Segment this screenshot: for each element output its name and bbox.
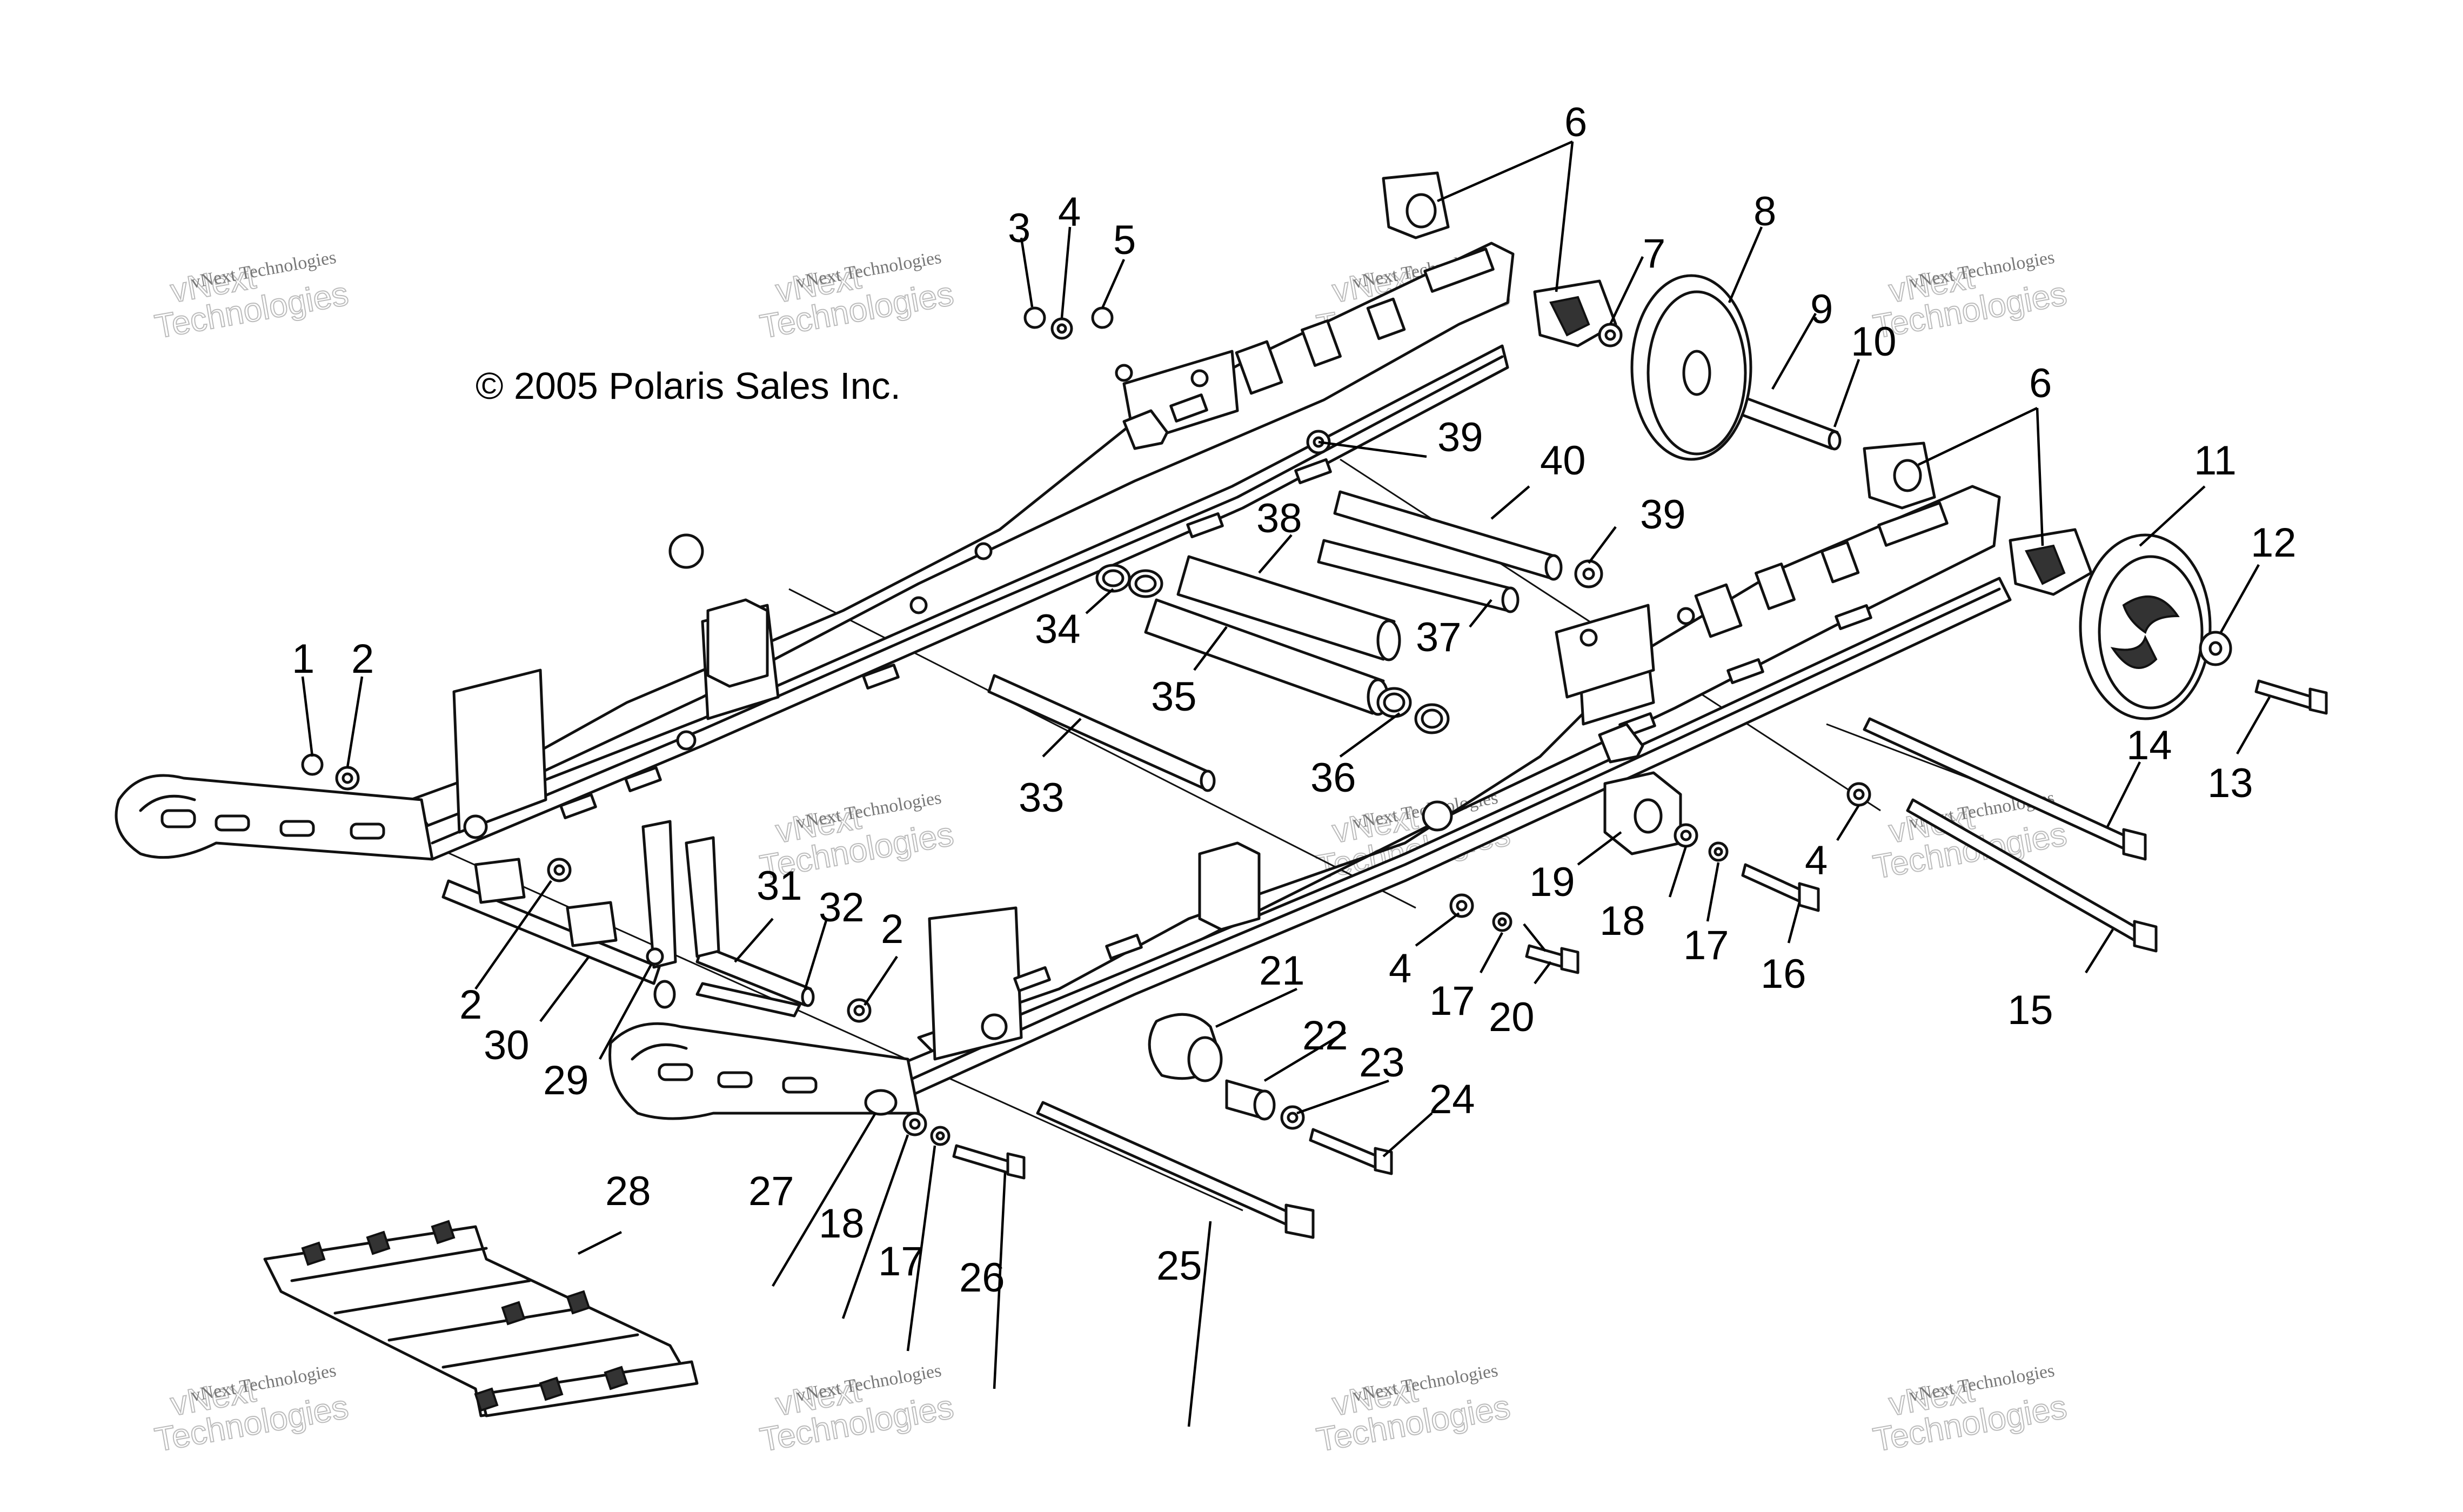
callout-9: 9: [1810, 286, 1833, 332]
callout-17: 17: [1683, 922, 1729, 968]
callout-28: 28: [605, 1168, 651, 1214]
callout-18: 18: [1599, 898, 1645, 944]
callout-27: 27: [748, 1168, 794, 1214]
rail-lower: [608, 485, 2012, 1120]
watermark: vNext Technologies vNext Technologies: [151, 1361, 351, 1460]
callout-11: 11: [2194, 438, 2237, 484]
watermark: vNext Technologies vNext Technologies: [151, 247, 351, 346]
callout-29: 29: [543, 1058, 589, 1103]
callout-3: 3: [1008, 205, 1030, 251]
callout-20: 20: [1489, 994, 1535, 1040]
callout-37: 37: [1416, 614, 1462, 660]
watermark: vNext Technologies vNext Technologies: [1313, 1361, 1513, 1460]
callout-2: 2: [351, 636, 374, 682]
callout-2c: 2: [881, 906, 903, 952]
callout-36: 36: [1310, 755, 1356, 801]
rail-upper: [115, 242, 1515, 861]
callout-16: 16: [1761, 951, 1806, 997]
callout-4: 4: [1058, 189, 1081, 235]
wheels: [1630, 274, 2232, 720]
callout-14: 14: [2126, 722, 2172, 768]
callout-40: 40: [1540, 438, 1586, 484]
callout-19: 19: [1529, 859, 1575, 905]
callout-6b: 6: [2029, 360, 2052, 406]
callout-2b: 2: [459, 982, 482, 1028]
callout-12: 12: [2251, 520, 2297, 566]
callout-10: 10: [1851, 319, 1897, 365]
callout-7: 7: [1643, 231, 1665, 277]
copyright-notice: © 2005 Polaris Sales Inc.: [476, 365, 901, 407]
callout-18b: 18: [819, 1201, 865, 1247]
callout-22: 22: [1302, 1013, 1348, 1059]
callout-5: 5: [1113, 217, 1136, 263]
callout-26: 26: [959, 1255, 1005, 1301]
track-piece: [263, 1220, 699, 1417]
callout-labels: 1 2 3 4 5 6 7 8 9 10 6 11 12 13 14 15 16…: [292, 99, 2297, 1301]
callout-39b: 39: [1640, 492, 1686, 538]
callout-17c: 17: [878, 1239, 924, 1284]
watermark: vNext Technologies vNext Technologies: [1870, 1361, 2070, 1460]
callout-15: 15: [2007, 987, 2053, 1033]
watermark: vNext Technologies vNext Technologies: [757, 1361, 956, 1460]
callout-23: 23: [1359, 1040, 1405, 1086]
callout-17b: 17: [1429, 978, 1475, 1024]
callout-6: 6: [1564, 99, 1587, 145]
hardware: [301, 306, 2328, 1180]
callout-38: 38: [1256, 496, 1302, 541]
callout-33: 33: [1019, 775, 1065, 821]
callout-32: 32: [819, 885, 865, 931]
callout-4b: 4: [1389, 946, 1411, 992]
callout-34: 34: [1035, 606, 1081, 652]
callout-8: 8: [1753, 189, 1776, 235]
callout-13: 13: [2207, 760, 2253, 806]
callout-35: 35: [1151, 674, 1197, 720]
shafts: [441, 366, 2158, 1239]
callout-30: 30: [484, 1022, 530, 1068]
callout-25: 25: [1156, 1243, 1202, 1289]
callout-4c: 4: [1805, 838, 1828, 884]
caps: [474, 171, 2093, 1121]
callout-21: 21: [1259, 948, 1305, 994]
callout-31: 31: [757, 863, 802, 909]
callout-24: 24: [1429, 1076, 1475, 1122]
callout-1: 1: [292, 636, 314, 682]
callout-39: 39: [1437, 414, 1483, 460]
watermark: vNext Technologies vNext Technologies: [757, 247, 956, 346]
leader-lines: [301, 140, 2271, 1427]
